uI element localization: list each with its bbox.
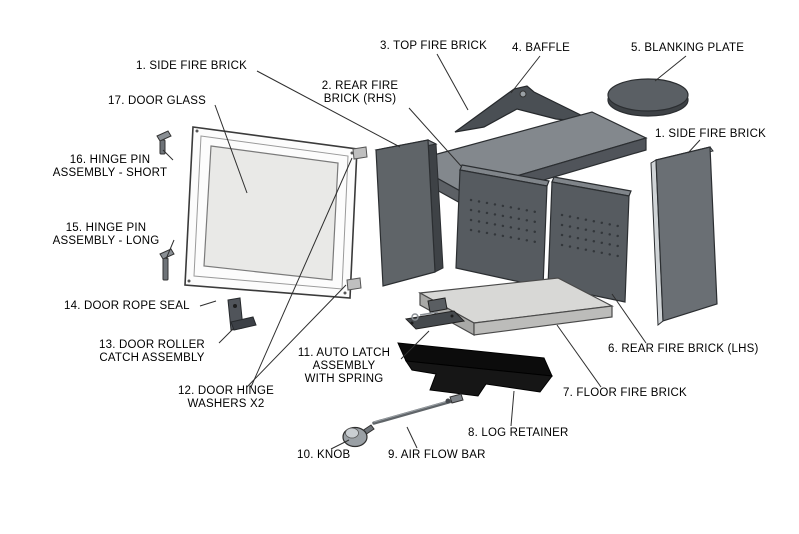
part-door-glass-drawing — [203, 145, 339, 281]
label-side-fire-brick-right: 1. SIDE FIRE BRICK — [655, 128, 766, 140]
leader-blanking-plate — [654, 55, 687, 82]
label-door-roller-catch: 13. DOOR ROLLER CATCH ASSEMBLY — [99, 339, 205, 364]
label-baffle: 4. BAFFLE — [512, 42, 571, 54]
leader-door-roller-catch — [218, 328, 234, 344]
label-hinge-pin-long: 15. HINGE PIN ASSEMBLY - LONG — [52, 222, 160, 247]
leader-knob — [330, 439, 350, 450]
part-side-fire-brick-right-drawing — [650, 146, 718, 327]
label-rear-fire-brick-lhs: 6. REAR FIRE BRICK (LHS) — [608, 343, 759, 355]
part-auto-latch-assembly-drawing — [404, 297, 466, 330]
leader-floor-fire-brick — [556, 324, 602, 388]
part-door-hinge-washers-drawing — [346, 146, 368, 291]
label-knob: 10. KNOB — [297, 449, 351, 461]
leader-door-hinge-washer-top — [250, 157, 353, 388]
part-air-flow-bar-drawing — [372, 393, 464, 425]
part-side-fire-brick-left-drawing — [374, 139, 444, 287]
part-rear-fire-brick-lhs-drawing — [547, 176, 632, 303]
label-door-rope-seal: 14. DOOR ROPE SEAL — [64, 300, 190, 312]
leader-door-hinge-washer-bottom — [246, 284, 347, 388]
leader-auto-latch — [400, 330, 430, 360]
part-blanking-plate-drawing — [607, 78, 689, 117]
leader-rear-fire-brick-rhs — [408, 107, 462, 167]
label-rear-fire-brick-rhs: 2. REAR FIRE BRICK (RHS) — [321, 80, 399, 105]
label-door-glass: 17. DOOR GLASS — [108, 95, 207, 107]
leader-side-fire-brick-right — [687, 139, 701, 154]
label-blanking-plate: 5. BLANKING PLATE — [631, 42, 745, 54]
label-door-hinge-washers: 12. DOOR HINGE WASHERS X2 — [177, 385, 275, 410]
leader-hinge-pin-short — [162, 149, 174, 161]
leader-air-flow-bar — [406, 426, 418, 449]
part-door-assembly-drawing — [184, 126, 358, 299]
leader-door-glass — [214, 104, 248, 194]
label-log-retainer: 8. LOG RETAINER — [468, 427, 569, 439]
leader-rear-fire-brick-lhs — [611, 293, 647, 344]
leader-door-rope-seal — [199, 300, 217, 307]
part-rear-fire-brick-rhs-drawing — [455, 164, 550, 288]
part-knob-drawing — [342, 424, 375, 448]
leader-log-retainer — [510, 390, 515, 427]
part-hinge-pin-long-drawing — [159, 248, 175, 281]
part-log-retainer-drawing — [397, 342, 553, 397]
label-auto-latch-assembly: 11. AUTO LATCH ASSEMBLY WITH SPRING — [297, 347, 391, 385]
leader-baffle — [510, 55, 541, 94]
label-floor-fire-brick: 7. FLOOR FIRE BRICK — [563, 387, 687, 399]
label-hinge-pin-short: 16. HINGE PIN ASSEMBLY - SHORT — [52, 154, 168, 179]
leader-side-fire-brick-left — [256, 70, 401, 148]
part-door-roller-catch-drawing — [227, 297, 257, 331]
leader-hinge-pin-long — [165, 239, 175, 260]
label-air-flow-bar: 9. AIR FLOW BAR — [388, 449, 486, 461]
label-side-fire-brick-left: 1. SIDE FIRE BRICK — [136, 60, 247, 72]
label-top-fire-brick: 3. TOP FIRE BRICK — [380, 40, 487, 52]
leader-top-fire-brick — [436, 53, 469, 111]
